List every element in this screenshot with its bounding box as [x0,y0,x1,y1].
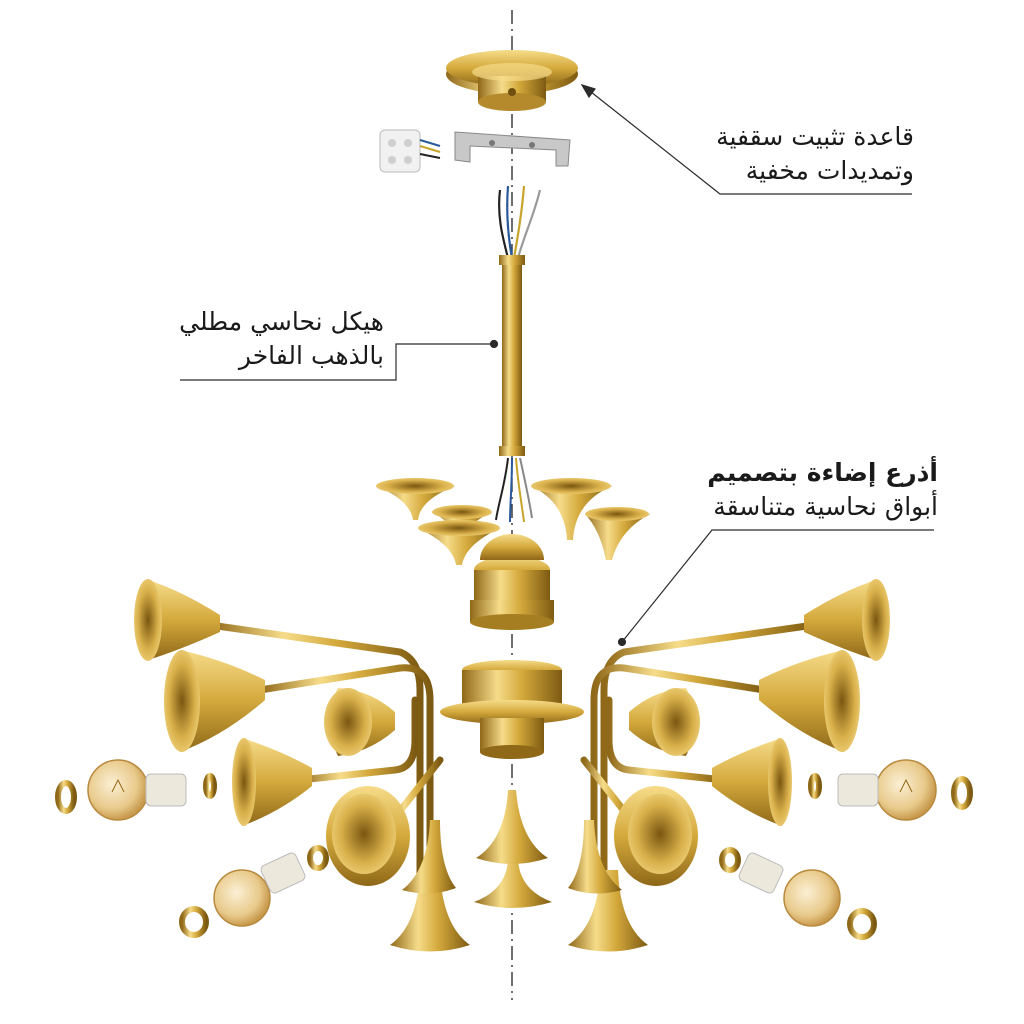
edison-bulb [738,852,841,927]
edison-bulb [837,759,937,821]
callout-canopy: قاعدة تثبيت سقفية وتمديدات مخفية [716,120,914,188]
edison-bulbs [87,759,937,927]
arms-leader [621,529,934,643]
shade-ring [719,847,741,873]
shade-ring [203,773,217,799]
shade-ring [808,773,822,799]
suspension-rod [495,255,533,523]
side-bells [134,579,890,886]
supply-wires [498,185,542,259]
mounting-bracket [454,131,571,167]
callout-canopy-line1: قاعدة تثبيت سقفية [716,122,914,151]
edison-bulb [213,852,306,927]
callout-frame-line1: هيكل نحاسي مطلي [179,307,384,336]
downward-bells [390,790,648,952]
shade-ring [179,906,209,938]
terminal-block [379,129,441,173]
callout-arms: أذرع إضاءة بتصميم أبواق نحاسية متناسقة [707,456,938,524]
canopy-leader [585,87,912,195]
shade-ring [307,845,329,871]
callout-arms-line1: أذرع إضاءة بتصميم [707,458,938,487]
callout-frame: هيكل نحاسي مطلي بالذهب الفاخر [179,305,384,373]
leader-lines [180,83,934,647]
frame-leader [180,343,494,381]
shade-ring [55,780,77,814]
shade-ring [951,776,973,810]
callout-frame-line2: بالذهب الفاخر [238,340,384,370]
ceiling-canopy [446,50,578,111]
upward-bells [376,478,650,565]
shade-ring [847,908,877,940]
callout-canopy-line2: وتمديدات مخفية [745,155,914,185]
shade-rings [55,773,973,940]
callout-arms-line2: أبواق نحاسية متناسقة [713,491,938,521]
edison-bulb [87,759,187,821]
central-hub [440,534,584,759]
